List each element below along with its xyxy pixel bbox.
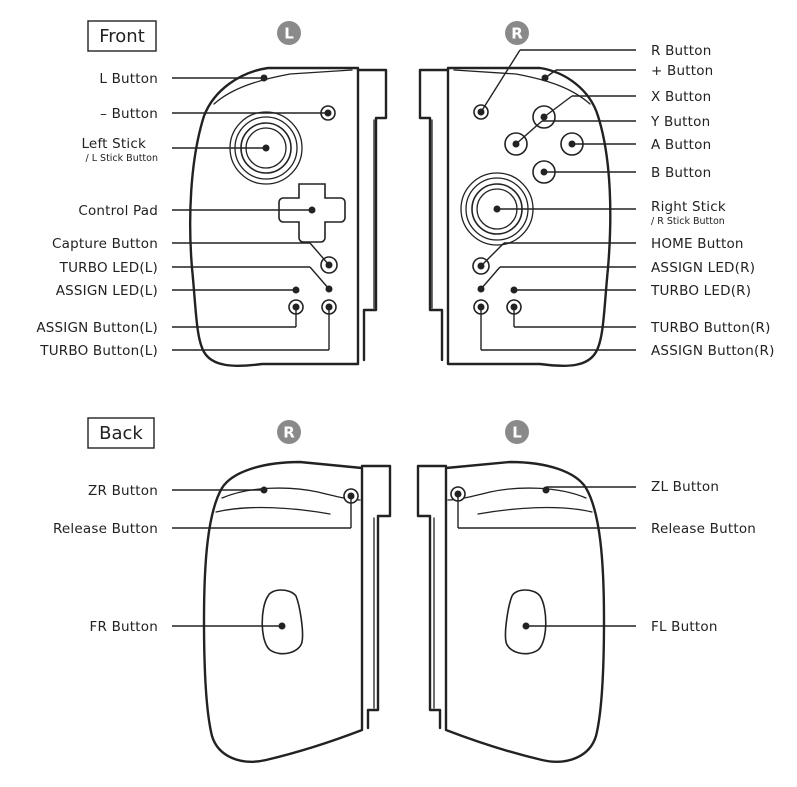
front-title-box bbox=[87, 20, 157, 52]
label-fl-button: FL Button bbox=[651, 619, 718, 635]
back-title-box bbox=[87, 417, 155, 449]
label-a-button: A Button bbox=[651, 137, 711, 153]
back-right-rail bbox=[416, 464, 448, 730]
label-y-button: Y Button bbox=[650, 114, 710, 130]
label-zr-button: ZR Button bbox=[88, 483, 158, 499]
label-capture-button: Capture Button bbox=[52, 236, 158, 252]
badge-back-right-label: L bbox=[512, 424, 522, 442]
back-right-controller bbox=[416, 460, 606, 763]
badge-back-right-controller bbox=[505, 420, 529, 444]
left-rail bbox=[356, 68, 388, 362]
back-left-rail bbox=[360, 464, 392, 730]
label-plus-button: + Button bbox=[651, 63, 713, 79]
back-label-group: ZR Button Release Button FR Button ZL Bu… bbox=[53, 479, 756, 635]
label-assign-led-l: ASSIGN LED(L) bbox=[56, 283, 158, 299]
label-fr-button: FR Button bbox=[90, 619, 158, 635]
label-assign-button-r: ASSIGN Button(R) bbox=[651, 343, 775, 359]
left-controller-body bbox=[188, 66, 360, 367]
label-assign-led-r: ASSIGN LED(R) bbox=[651, 260, 755, 276]
label-control-pad: Control Pad bbox=[78, 203, 158, 219]
back-left-controller bbox=[202, 460, 392, 763]
back-right-trigger-line-2 bbox=[477, 506, 593, 515]
badge-back-left-controller bbox=[277, 420, 301, 444]
badge-right-label: R bbox=[511, 25, 523, 43]
label-turbo-led-r: TURBO LED(R) bbox=[650, 283, 751, 299]
label-release-button-right: Release Button bbox=[651, 521, 756, 537]
back-right-trigger-line bbox=[447, 487, 587, 501]
front-right-label-group: R Button + Button X Button Y Button A Bu… bbox=[650, 43, 775, 359]
label-turbo-led-l: TURBO LED(L) bbox=[59, 260, 158, 276]
label-left-stick: Left Stick bbox=[81, 136, 146, 152]
back-left-body bbox=[202, 460, 364, 763]
label-x-button: X Button bbox=[651, 89, 711, 105]
right-controller-front bbox=[418, 66, 612, 367]
badge-left-controller bbox=[277, 21, 301, 45]
front-left-label-group: L Button – Button Left Stick / L Stick B… bbox=[36, 71, 158, 359]
label-home-button: HOME Button bbox=[651, 236, 744, 252]
right-shoulder-line bbox=[453, 69, 591, 105]
front-right-leaders bbox=[477, 49, 636, 351]
label-zl-button: ZL Button bbox=[651, 479, 719, 495]
right-controller-body bbox=[446, 66, 612, 367]
fr-button[interactable] bbox=[261, 589, 304, 655]
label-b-button: B Button bbox=[651, 165, 711, 181]
back-section: Back R L bbox=[53, 417, 756, 763]
label-turbo-button-l: TURBO Button(L) bbox=[39, 343, 158, 359]
badge-left-label: L bbox=[284, 25, 294, 43]
right-rail bbox=[418, 68, 450, 362]
back-left-trigger-line-2 bbox=[215, 506, 331, 515]
front-title: Front bbox=[99, 26, 145, 47]
label-l-button: L Button bbox=[99, 71, 158, 87]
label-turbo-button-r: TURBO Button(R) bbox=[650, 320, 771, 336]
badge-back-left-label: R bbox=[283, 424, 295, 442]
back-title: Back bbox=[99, 423, 143, 444]
fl-button[interactable] bbox=[504, 589, 547, 655]
back-right-body bbox=[444, 460, 606, 763]
front-left-leaders bbox=[172, 74, 333, 351]
label-assign-button-l: ASSIGN Button(L) bbox=[36, 320, 158, 336]
label-minus-button: – Button bbox=[100, 106, 158, 122]
left-shoulder-line bbox=[213, 69, 353, 105]
label-right-stick-sub: / R Stick Button bbox=[651, 216, 725, 227]
label-release-button-left: Release Button bbox=[53, 521, 158, 537]
front-section: Front L R bbox=[36, 20, 775, 367]
label-left-stick-sub: / L Stick Button bbox=[86, 153, 159, 164]
back-leaders bbox=[172, 486, 636, 630]
label-r-button: R Button bbox=[651, 43, 712, 59]
label-right-stick: Right Stick bbox=[651, 199, 726, 215]
badge-right-controller bbox=[505, 21, 529, 45]
